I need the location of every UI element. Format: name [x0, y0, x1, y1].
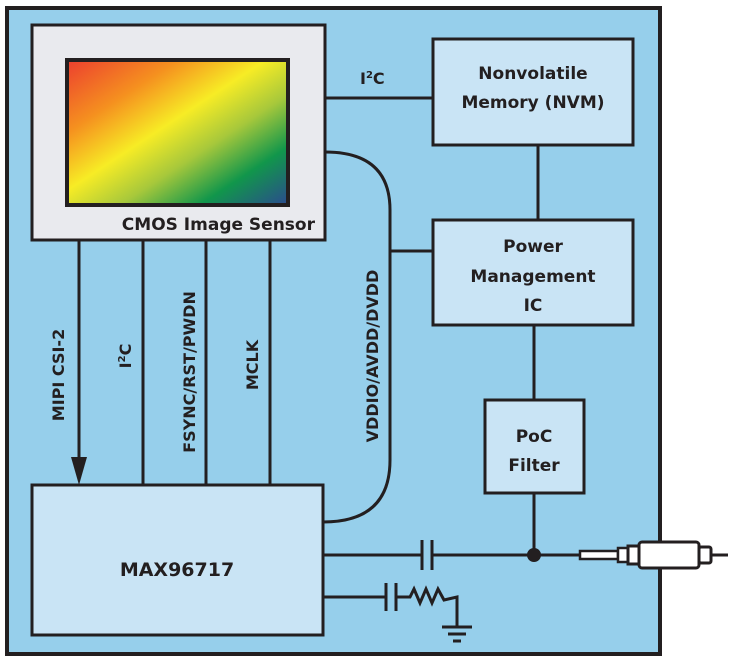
power-rail-wire — [322, 150, 392, 524]
mclk-label: MCLK — [243, 339, 262, 390]
nvm-i2c-label: I2C — [360, 69, 385, 88]
poc-label-line2: Filter — [508, 456, 560, 476]
ground-icon — [442, 625, 472, 643]
nvm-label-line1: Nonvolatile — [478, 64, 587, 84]
max96717-serializer-block — [30, 483, 325, 637]
serializer-label: MAX96717 — [120, 559, 234, 581]
pmic-label-line3: IC — [524, 296, 543, 316]
resistor-icon — [397, 585, 459, 626]
sensor-pixel-array — [65, 58, 290, 207]
nvm-label-line2: Memory (NVM) — [461, 93, 604, 113]
coax-connector-icon — [578, 540, 728, 570]
poc-filter-block — [483, 398, 586, 495]
termination-capacitor-icon — [384, 583, 398, 611]
mipi-arrowhead — [71, 457, 87, 485]
poc-label-line1: PoC — [516, 427, 553, 447]
junction-node-icon — [527, 548, 541, 562]
sensor-label: CMOS Image Sensor — [122, 215, 316, 235]
mipi-label: MIPI CSI-2 — [49, 329, 68, 421]
sensor-i2c-label: I2C — [116, 344, 135, 369]
coupling-capacitor-icon — [420, 540, 434, 570]
pmic-label-line1: Power — [503, 237, 563, 257]
nvm-block — [431, 37, 635, 147]
pmic-label-line2: Management — [470, 267, 595, 287]
power-rails-label: VDDIO/AVDD/DVDD — [363, 270, 382, 443]
control-label: FSYNC/RST/PWDN — [180, 291, 199, 453]
